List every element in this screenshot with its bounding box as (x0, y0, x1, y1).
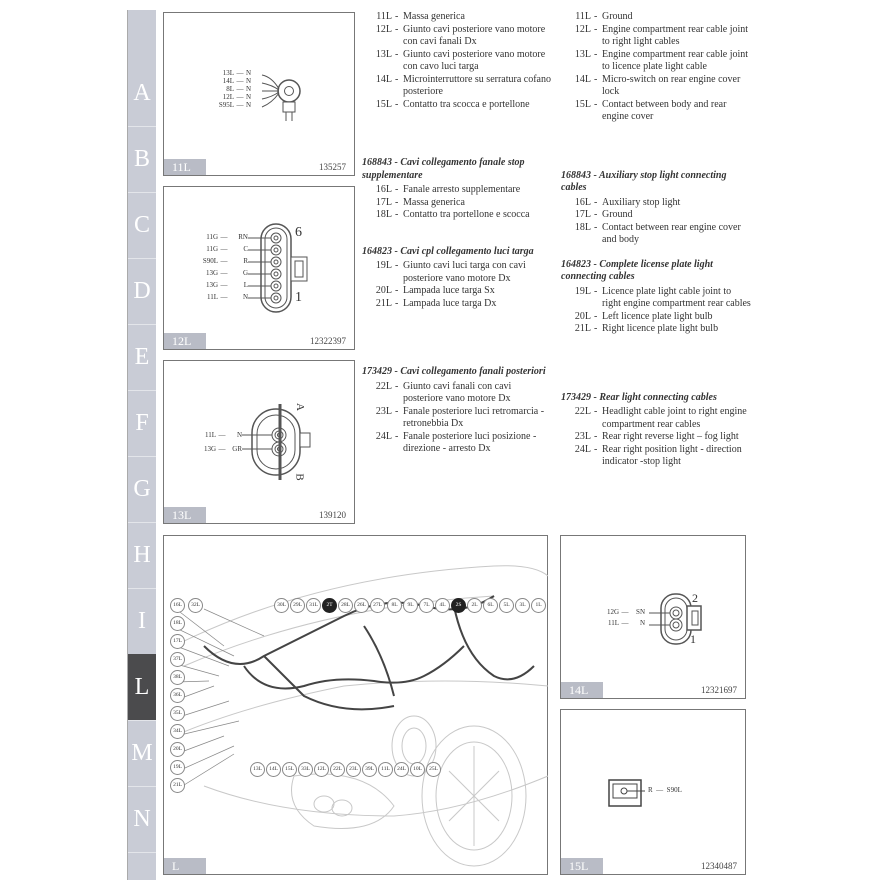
callout-7l: 7L (419, 598, 434, 613)
car-outline-drawing (173, 565, 549, 867)
wiring-harness-diagram-l: 30L 29L 31L 2T 28L 26L 27L 8L 9L 7L 4L 2… (163, 535, 549, 875)
pin-number-top: 2 (692, 591, 698, 605)
part-code: 12321697 (701, 685, 737, 695)
index-tab-e[interactable]: E (128, 324, 156, 391)
connector-panel-14l: 2 1 12G—SN 11L—N 14L 12321697 (560, 535, 746, 699)
callout-1l: 1L (531, 598, 546, 613)
index-tab-m[interactable]: M (128, 720, 156, 787)
part-code: 12322397 (310, 336, 346, 346)
callout-10l: 10L (410, 762, 425, 777)
index-tab-b[interactable]: B (128, 126, 156, 193)
panel-label: 14L (561, 682, 603, 698)
callout-27l: 27L (370, 598, 385, 613)
callout-26l: 26L (354, 598, 369, 613)
callout-22l: 22L (330, 762, 345, 777)
connector-panel-11l: 13L—N 14L—N 8L—N 12L—N S95L—N 11L 135257 (163, 12, 355, 176)
callout-38l: 38L (170, 670, 185, 685)
callout-33l: 33L (298, 762, 313, 777)
callout-20l: 20L (170, 742, 185, 757)
index-tab-a[interactable]: A (128, 60, 156, 127)
callout-37l: 37L (170, 652, 185, 667)
index-tab-h[interactable]: H (128, 522, 156, 589)
connector-panel-15l: R—S90L 15L 12340487 (560, 709, 746, 875)
part-code: 139120 (319, 510, 346, 520)
callout-3l: 3L (515, 598, 530, 613)
index-tab-l-active[interactable]: L (128, 654, 156, 721)
index-tab-n[interactable]: N (128, 786, 156, 853)
callout-12l: 12L (314, 762, 329, 777)
callout-18l: 18L (170, 616, 185, 631)
callout-34l: 34L (170, 724, 185, 739)
callout-31l: 31L (306, 598, 321, 613)
wire-label: R—S90L (648, 786, 682, 794)
connector-panel-13l: A B 11L—N 13G—GR 13L 139120 (163, 360, 355, 524)
side-label-a: A (293, 403, 306, 411)
index-tab-bar: A B C D E F G H I L M N (127, 10, 156, 880)
pin-number-bottom: 1 (295, 290, 302, 305)
section-heading: 173429 - Cavi collegamento fanali poster… (362, 366, 546, 377)
callout-29l: 29L (290, 598, 305, 613)
section-heading: 164823 - Complete license plate light co… (561, 258, 713, 283)
index-tab-i[interactable]: I (128, 588, 156, 655)
callout-2l: 2L (467, 598, 482, 613)
side-label-b: B (293, 473, 306, 481)
callout-14l: 14L (266, 762, 281, 777)
callout-16l: 16L (170, 598, 185, 613)
section-heading: 168843 - Auxiliary stop light connecting… (561, 169, 727, 194)
panel-label: 12L (164, 333, 206, 349)
index-tab-g[interactable]: G (128, 456, 156, 523)
wire-list: 11G—RN 11G—C S90L—R 13G—G 13G—L 11L—N (202, 233, 248, 301)
callout-2s: 2S (451, 598, 466, 613)
callout-30l: 30L (274, 598, 289, 613)
callout-21l: 21L (170, 778, 185, 793)
two-pin-round-connector-diagram (242, 404, 311, 480)
panel-label: 15L (561, 858, 603, 874)
callout-36l: 36L (170, 688, 185, 703)
callout-11l: 11L (378, 762, 393, 777)
part-code: 12340487 (701, 861, 737, 871)
section-heading: 168843 - Cavi collegamento fanale stop s… (362, 157, 525, 181)
section-heading: 164823 - Cavi cpl collegamento luci targ… (362, 245, 534, 257)
index-tab-d[interactable]: D (128, 258, 156, 325)
six-pin-connector-diagram (248, 223, 308, 313)
callout-13l: 13L (250, 762, 265, 777)
callout-8l: 8L (387, 598, 402, 613)
callout-9l: 9L (403, 598, 418, 613)
callout-23l: 23L (346, 762, 361, 777)
callout-6l: 6L (483, 598, 498, 613)
wire-list: 13L—N 14L—N 8L—N 12L—N S95L—N (218, 69, 252, 109)
callout-2t: 2T (322, 598, 337, 613)
callout-17l: 17L (170, 634, 185, 649)
index-tab-c[interactable]: C (128, 192, 156, 259)
two-pin-connector-diagram (649, 593, 702, 645)
panel-label: 13L (164, 507, 206, 523)
contact-switch-diagram (608, 779, 645, 807)
callout-28l: 28L (338, 598, 353, 613)
callout-32l: 32L (188, 598, 203, 613)
callout-35l: 35L (170, 706, 185, 721)
callout-4l: 4L (435, 598, 450, 613)
callout-5l: 5L (499, 598, 514, 613)
callout-24l: 24L (394, 762, 409, 777)
ring-terminal-diagram (261, 74, 301, 121)
index-tab-f[interactable]: F (128, 390, 156, 457)
legend-italian: 11L-Massa generica 12L-Giunto cavi poste… (362, 11, 551, 454)
callout-25l: 25L (426, 762, 441, 777)
pin-number-top: 6 (295, 225, 302, 240)
section-heading: 173429 - Rear light connecting cables (561, 391, 717, 403)
callout-19l: 19L (170, 760, 185, 775)
panel-label: 11L (164, 159, 206, 175)
connector-panel-12l: 6 1 11G—RN 11G—C S90L—R 13G—G 13G—L 11L—… (163, 186, 355, 350)
panel-label: L (164, 858, 206, 874)
wire-list: 11L—N 13G—GR (203, 431, 242, 453)
callout-39l: 39L (362, 762, 377, 777)
pin-number-bottom: 1 (690, 632, 696, 646)
wire-list: 12G—SN 11L—N (606, 608, 645, 627)
legend-english: 11L-Ground 12L-Engine compartment rear c… (561, 11, 751, 467)
part-code: 135257 (319, 162, 346, 172)
callout-15l: 15L (282, 762, 297, 777)
